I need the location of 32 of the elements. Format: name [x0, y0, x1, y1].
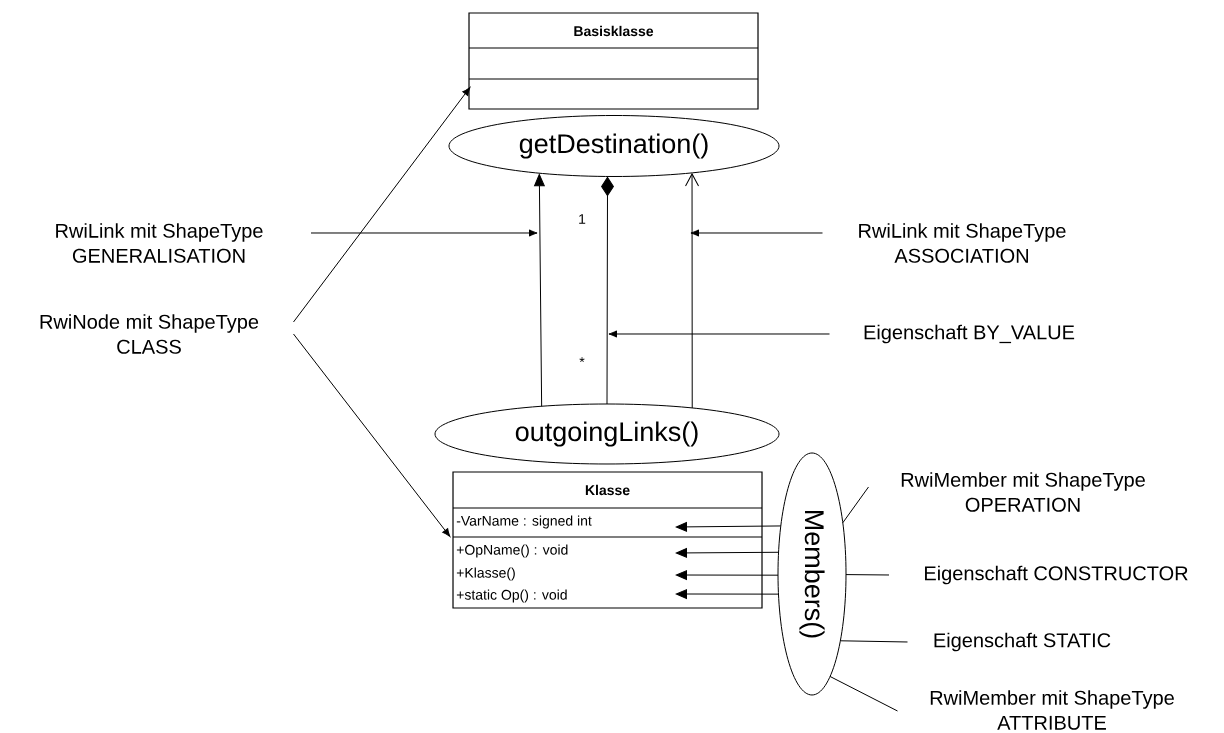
- class-name: Basisklasse: [574, 25, 654, 37]
- annotation-text: RwiNode mit ShapeType CLASS: [40, 314, 259, 354]
- operation-text: +static Op() : void: [456, 589, 567, 603]
- annotation-text: Eigenschaft STATIC: [934, 632, 1111, 652]
- arrow: [534, 173, 545, 407]
- operation-text: +Klasse(): [456, 567, 515, 581]
- arrow: [675, 522, 782, 532]
- leader-line: [829, 676, 898, 712]
- annotation-text: Eigenschaft BY_VALUE: [864, 324, 1075, 344]
- arrow: [293, 333, 451, 537]
- arrow: [310, 229, 538, 237]
- leader-line: [842, 486, 869, 524]
- arrow: [293, 87, 471, 323]
- operation-text: +OpName() : void: [456, 544, 568, 558]
- arrow: [608, 330, 830, 338]
- multiplicity-label: 1: [579, 214, 586, 224]
- class-name: Klasse: [585, 484, 630, 496]
- leader-line: [839, 640, 908, 643]
- multiplicity-label: *: [579, 357, 585, 363]
- composition-line: [601, 176, 614, 405]
- annotation-text: RwiMember mit ShapeType ATTRIBUTE: [930, 690, 1174, 730]
- attribute-text: -VarName : signed int: [456, 515, 592, 529]
- arrow: [675, 570, 779, 580]
- leader-line: [845, 574, 890, 576]
- arrow: [675, 548, 780, 558]
- arrow: [675, 589, 779, 599]
- annotation-text: RwiMember mit ShapeType OPERATION: [901, 472, 1145, 512]
- annotation-text: Eigenschaft CONSTRUCTOR: [925, 565, 1188, 585]
- arrow: [690, 229, 823, 237]
- annotation-text: RwiLink mit ShapeType ASSOCIATION: [859, 223, 1066, 263]
- arrow: [685, 173, 700, 409]
- annotation-text: RwiLink mit ShapeType GENERALISATION: [56, 223, 263, 263]
